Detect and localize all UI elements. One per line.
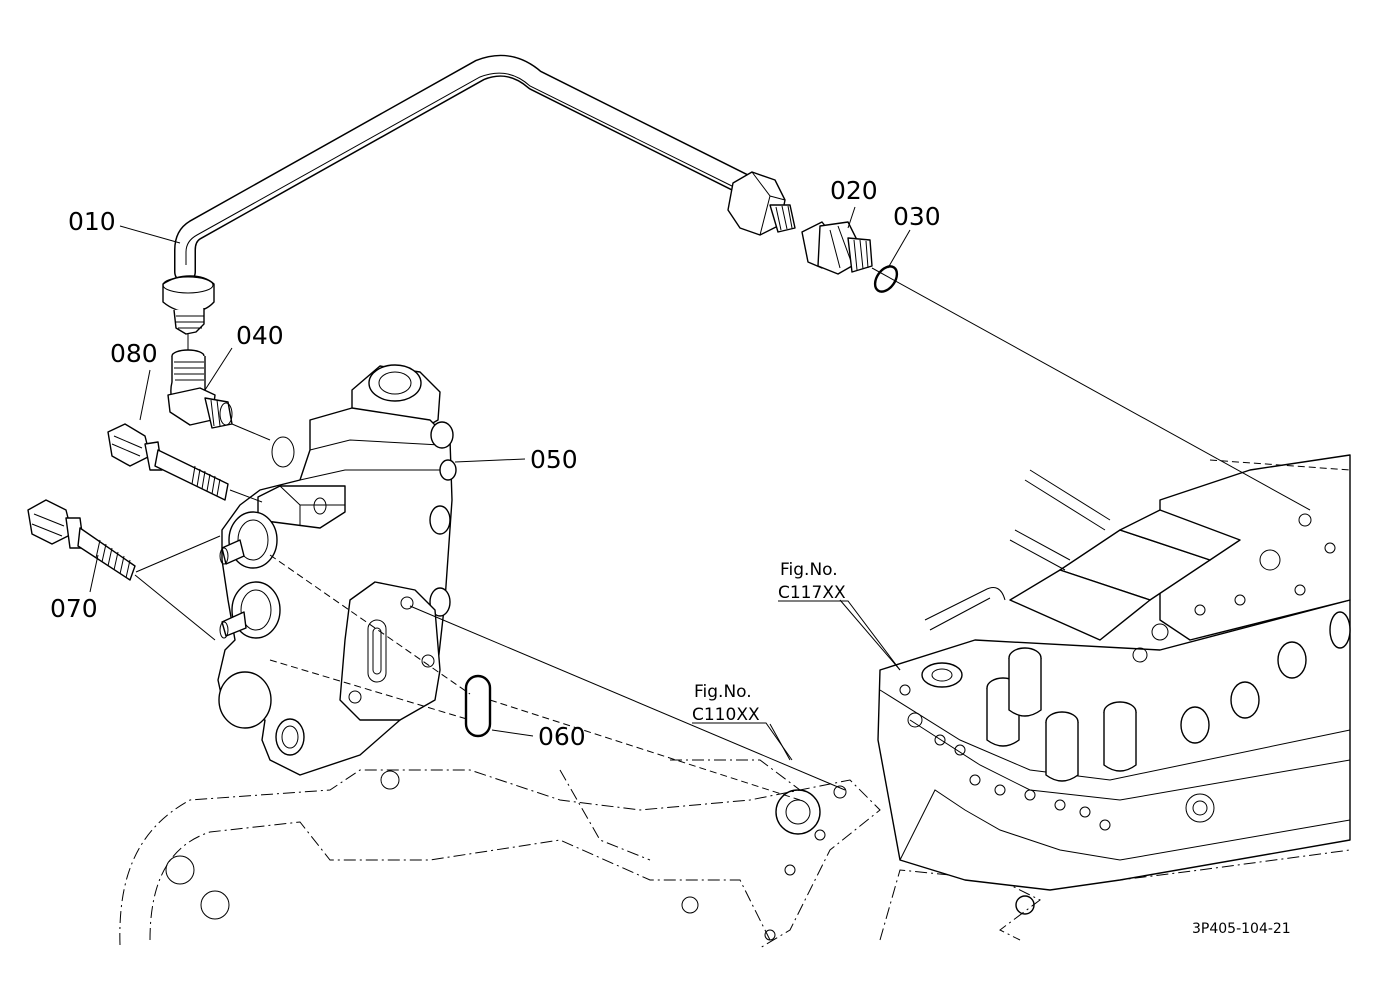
callout-070: 070	[50, 594, 98, 623]
callout-040: 040	[236, 321, 284, 350]
bolt-080[interactable]	[107, 423, 229, 501]
figure-references: Fig.No. C117XX Fig.No. C110XX	[692, 560, 901, 761]
oring-060[interactable]	[464, 674, 492, 738]
fig-ref-2-code: C110XX	[692, 705, 760, 725]
callouts: 010 020 030 040 050 060 070 080	[50, 176, 941, 751]
pipe-010[interactable]	[162, 54, 796, 335]
callout-020: 020	[830, 176, 878, 205]
oring-030[interactable]	[871, 262, 902, 295]
valve-body-050[interactable]	[217, 364, 457, 776]
bolt-070[interactable]	[27, 499, 136, 581]
callout-050: 050	[530, 445, 578, 474]
callout-080: 080	[110, 339, 158, 368]
callout-030: 030	[893, 202, 941, 231]
fig-ref-1-code: C117XX	[778, 583, 846, 603]
callout-010: 010	[68, 207, 116, 236]
elbow-fitting-040[interactable]	[167, 349, 233, 429]
fig-ref-2-label: Fig.No.	[694, 682, 752, 702]
drawing-id: 3P405-104-21	[1192, 921, 1291, 937]
assembly-lines	[89, 206, 1311, 801]
connector-020[interactable]	[801, 221, 873, 275]
callout-060: 060	[538, 722, 586, 751]
fig-ref-1-label: Fig.No.	[780, 560, 838, 580]
control-valve-assembly	[877, 454, 1351, 891]
